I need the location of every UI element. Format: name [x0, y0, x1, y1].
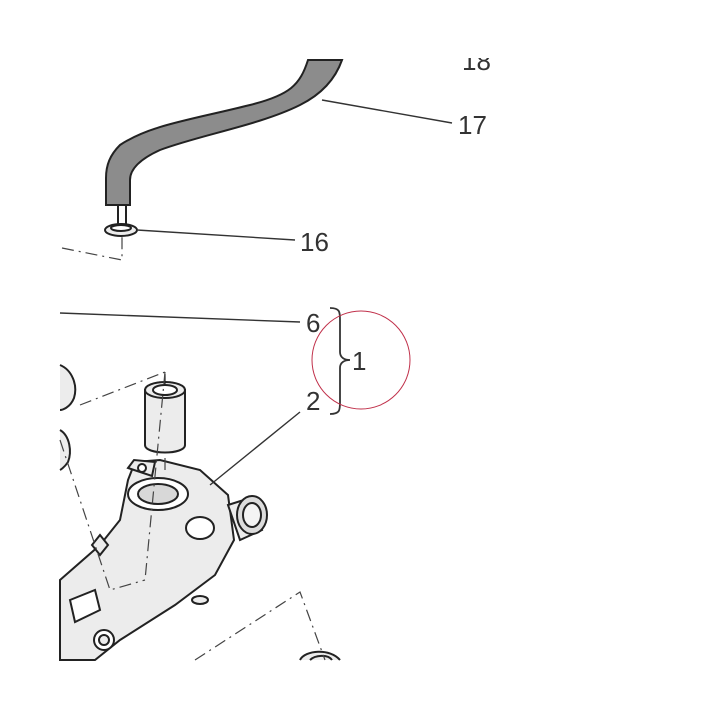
highlight-circle [311, 310, 411, 410]
leader-lines [59, 99, 453, 486]
sleeve-bushing [144, 374, 186, 454]
callout-6: 6 [306, 308, 320, 338]
callout-17: 17 [458, 110, 487, 140]
hose-clip-part-16 [104, 205, 138, 237]
callout-2: 2 [306, 386, 320, 416]
main-housing-part-2 [59, 458, 268, 661]
partial-part-bottom-right [299, 650, 341, 661]
callout-1: 1 [352, 346, 366, 376]
partial-part-left-upper [59, 364, 77, 411]
alignment-lines [59, 235, 326, 661]
hose-part-17 [105, 59, 344, 206]
callout-16: 16 [300, 227, 329, 257]
partial-part-left-middle [59, 429, 71, 471]
top-crop-mask [440, 0, 520, 58]
group-bracket [329, 307, 351, 415]
